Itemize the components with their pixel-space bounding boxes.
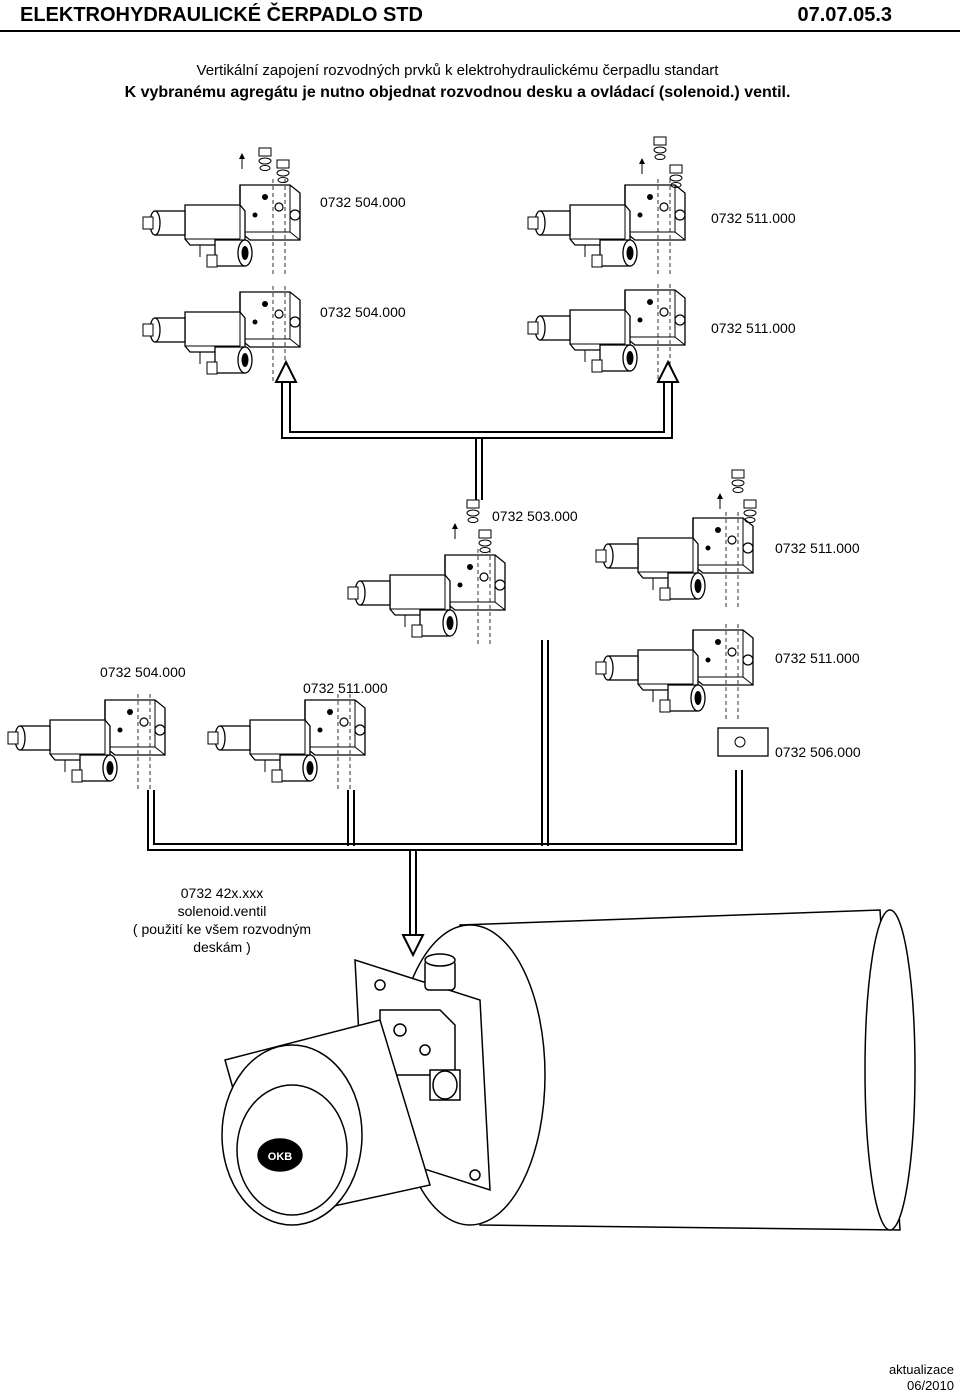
pump-label-line-3: ( použití ke všem rozvodným <box>132 921 312 937</box>
footer-update-date: 06/2010 <box>907 1378 954 1393</box>
label-b2: 0732 511.000 <box>711 320 796 336</box>
label-d1: 0732 504.000 <box>100 664 186 680</box>
label-c2: 0732 511.000 <box>775 540 860 556</box>
label-a1: 0732 504.000 <box>320 194 406 210</box>
lower-connector <box>147 640 743 958</box>
valve-group-d <box>595 469 769 757</box>
subtitle-line-2: K vybranému agregátu je nutno objednat r… <box>124 84 791 101</box>
pump-label-line-4: deskám ) <box>193 939 251 955</box>
subtitle-line-1: Vertikální zapojení rozvodných prvků k e… <box>196 62 719 79</box>
label-a2: 0732 504.000 <box>320 304 406 320</box>
footer-update-label: aktualizace <box>888 1362 954 1377</box>
pump-label-line-2: solenoid.ventil <box>177 903 267 919</box>
label-b1: 0732 511.000 <box>711 210 796 226</box>
pump-motor-unit <box>221 909 916 1231</box>
document-code: 07.07.05.3 <box>797 4 892 26</box>
motor-logo: OKB <box>268 1151 293 1163</box>
valve-group-c <box>347 499 506 646</box>
valve-group-e <box>7 693 366 791</box>
header-rule <box>0 30 960 32</box>
valve-group-b <box>527 136 686 381</box>
valve-group-a <box>142 147 301 383</box>
label-c1: 0732 503.000 <box>492 508 578 524</box>
label-e2: 0732 506.000 <box>775 744 861 760</box>
upper-connector <box>274 359 680 500</box>
label-d2: 0732 511.000 <box>303 680 388 696</box>
pump-label: 0732 42x.xxx solenoid.ventil ( použití k… <box>112 884 332 956</box>
pump-label-line-1: 0732 42x.xxx <box>180 885 264 901</box>
label-e1: 0732 511.000 <box>775 650 860 666</box>
document-title: ELEKTROHYDRAULICKÉ ČERPADLO STD <box>20 4 423 26</box>
